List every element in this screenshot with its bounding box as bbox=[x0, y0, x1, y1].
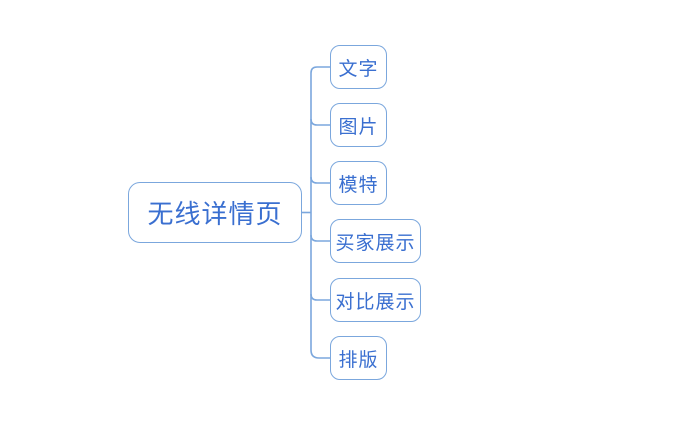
child-node-mote[interactable]: 模特 bbox=[330, 161, 387, 205]
root-node-label: 无线详情页 bbox=[147, 200, 283, 230]
child-node-label: 对比展示 bbox=[335, 290, 416, 313]
connector-branch-5 bbox=[310, 349, 330, 359]
child-node-label: 模特 bbox=[338, 173, 379, 196]
connector-branch-0 bbox=[310, 66, 330, 74]
connector-branch-1 bbox=[310, 118, 330, 126]
connector-branch-3 bbox=[310, 234, 330, 242]
child-node-label: 图片 bbox=[338, 115, 379, 138]
connector-branch-4 bbox=[310, 293, 330, 301]
child-node-tupian[interactable]: 图片 bbox=[330, 103, 387, 147]
child-node-paiban[interactable]: 排版 bbox=[330, 336, 387, 380]
child-node-duibizhanshi[interactable]: 对比展示 bbox=[330, 278, 421, 322]
child-node-label: 买家展示 bbox=[335, 231, 416, 254]
child-node-maijiazhanshi[interactable]: 买家展示 bbox=[330, 219, 421, 263]
root-node[interactable]: 无线详情页 bbox=[128, 182, 302, 243]
child-node-label: 排版 bbox=[338, 348, 379, 371]
child-node-label: 文字 bbox=[338, 57, 379, 80]
child-node-wenzi[interactable]: 文字 bbox=[330, 45, 387, 89]
connector-branch-2 bbox=[310, 176, 330, 184]
